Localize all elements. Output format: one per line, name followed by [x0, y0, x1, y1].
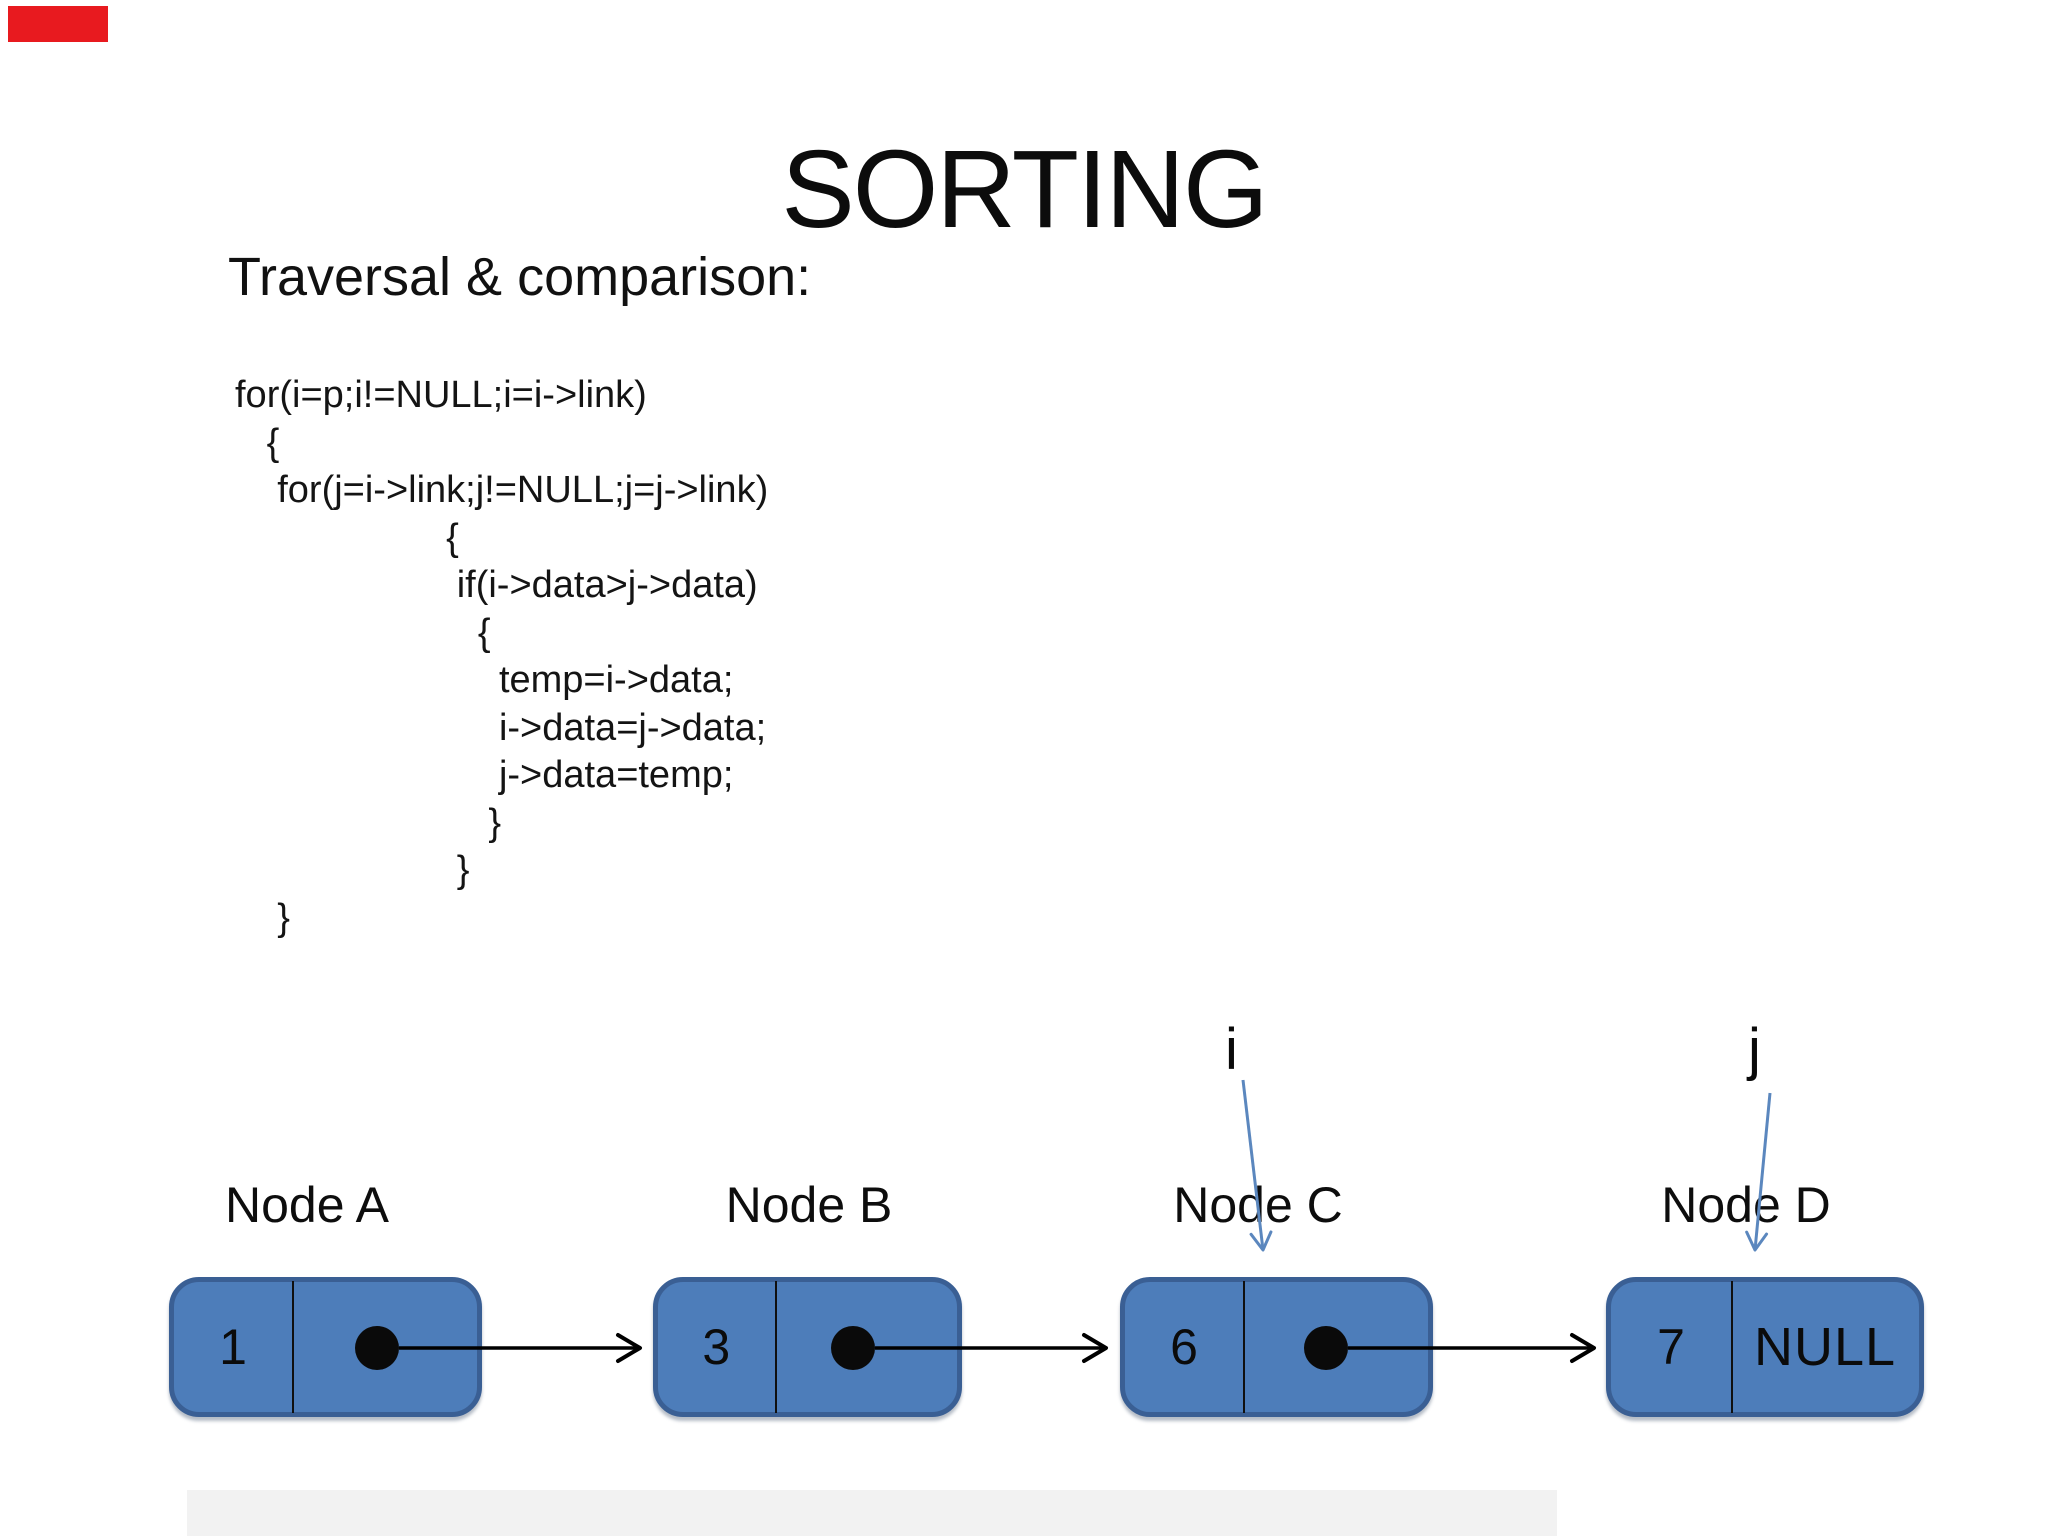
node-c-caption: Node C — [1173, 1177, 1343, 1233]
code-line: } — [235, 896, 290, 939]
code-line: if(i->data>j->data) — [235, 564, 758, 606]
code-line: { — [235, 421, 280, 464]
code-line: i->data=j->data; — [235, 706, 767, 749]
slide-title: SORTING — [781, 128, 1268, 251]
node-divider — [292, 1281, 295, 1413]
node-a-box: 1 — [169, 1277, 482, 1417]
node-a-data: 1 — [219, 1319, 247, 1375]
node-b-caption: Node B — [725, 1177, 893, 1233]
pointer-j-label: j — [1748, 1017, 1761, 1082]
node-c-link-cell — [1243, 1282, 1428, 1412]
node-d-caption: Node D — [1661, 1177, 1831, 1233]
code-line: j->data=temp; — [235, 754, 734, 796]
node-b-link-cell — [775, 1282, 957, 1412]
node-a-caption: Node A — [224, 1177, 389, 1233]
code-line: for(j=i->link;j!=NULL;j=j->link) — [235, 469, 769, 511]
node-divider — [1731, 1281, 1734, 1413]
code-line: } — [235, 849, 470, 891]
code-line: { — [235, 516, 459, 559]
code-line: { — [235, 611, 491, 654]
code-line: } — [235, 801, 502, 844]
node-c-data: 6 — [1170, 1319, 1198, 1375]
node-d-data: 7 — [1657, 1319, 1685, 1375]
node-a-link-cell — [292, 1282, 477, 1412]
node-b-data: 3 — [702, 1319, 731, 1375]
node-b-box: 3 — [653, 1277, 962, 1417]
section-heading: Traversal & comparison: — [228, 247, 812, 307]
pointer-i-label: i — [1225, 1017, 1238, 1082]
code-line: temp=i->data; — [235, 659, 734, 701]
code-block: for(i=p;i!=NULL;i=i->link) { for(j=i->li… — [235, 372, 768, 942]
node-divider — [774, 1281, 777, 1413]
code-line: for(i=p;i!=NULL;i=i->link) — [235, 374, 647, 416]
node-c-box: 6 — [1120, 1277, 1433, 1417]
bottom-edge-shading — [187, 1490, 1557, 1536]
node-d-box: 7 NULL — [1606, 1277, 1924, 1417]
red-corner-bar — [8, 6, 108, 42]
node-d-null-text: NULL — [1754, 1317, 1897, 1377]
node-divider — [1243, 1281, 1246, 1413]
